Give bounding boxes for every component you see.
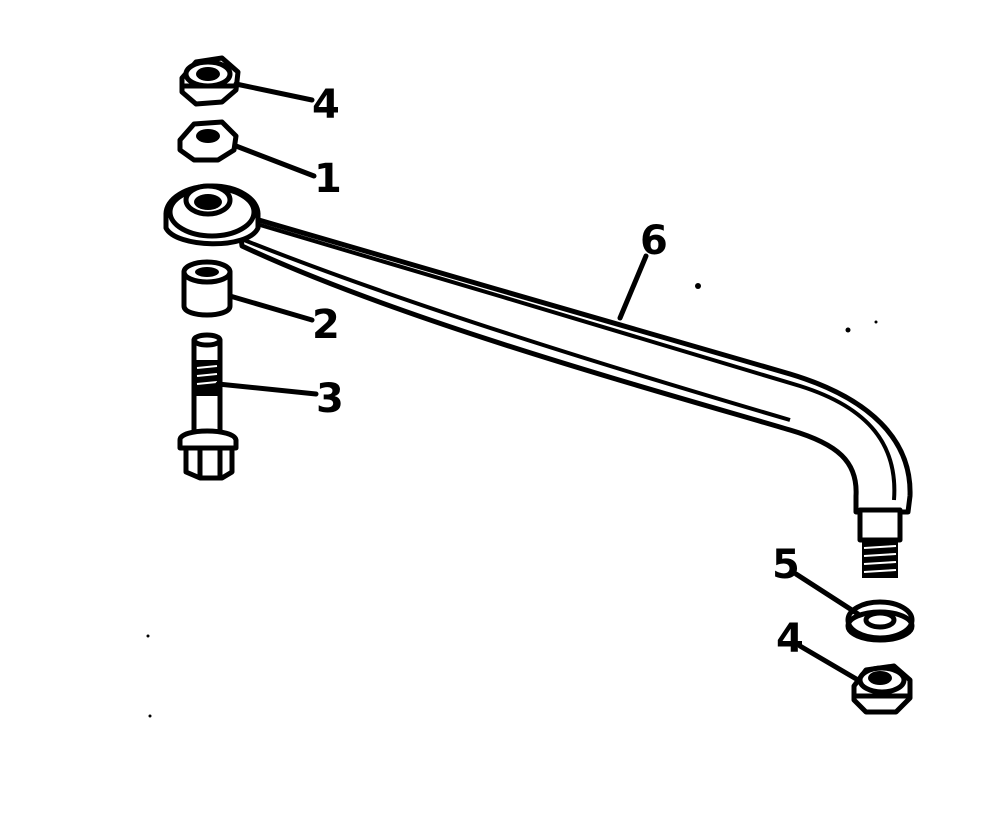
leader-spacer	[227, 293, 315, 323]
callout-bolt: 3	[316, 376, 344, 422]
leader-bolt	[215, 381, 319, 397]
leader-nut-bottom	[797, 643, 861, 683]
nut-thin	[177, 119, 239, 163]
spacer-sleeve	[181, 259, 233, 318]
link-rod	[163, 183, 913, 578]
leader-nut-top	[233, 81, 315, 103]
leader-lines	[215, 81, 861, 683]
print-specks	[146, 283, 878, 718]
callout-nut-top: 4	[312, 82, 340, 128]
leader-washer	[793, 571, 861, 617]
shoulder-bolt	[177, 332, 239, 481]
callout-washer: 5	[772, 542, 800, 588]
callout-spacer: 2	[312, 302, 340, 348]
callout-link-rod: 6	[640, 218, 668, 264]
leader-link-rod	[617, 253, 649, 321]
nut-bottom	[851, 663, 913, 715]
washer	[845, 599, 915, 643]
nut-top	[179, 55, 241, 107]
leader-nut-thin	[233, 143, 317, 179]
callout-nut-thin: 1	[314, 156, 342, 202]
callouts: 4 1 2 3 6 5 4	[312, 82, 804, 662]
callout-nut-bottom: 4	[776, 616, 804, 662]
